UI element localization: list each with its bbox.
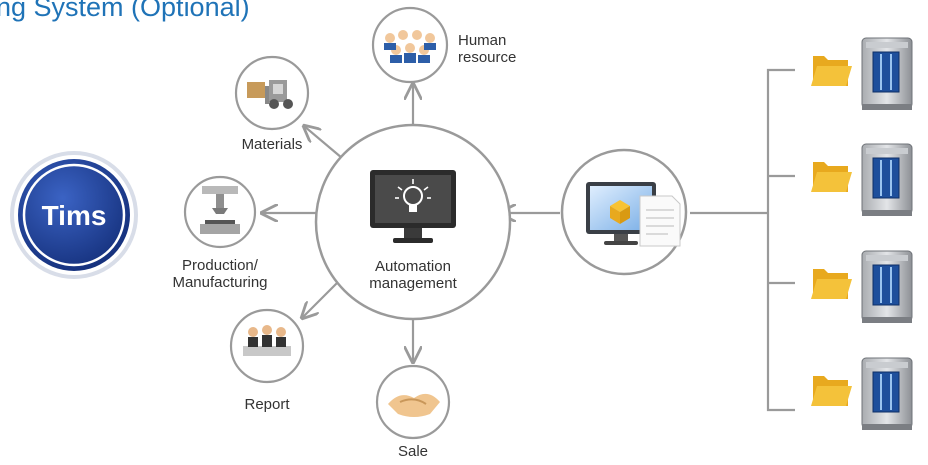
press-machine-icon — [200, 186, 240, 234]
server-cabinet-icon — [861, 250, 913, 323]
report-node — [229, 308, 305, 384]
sale-node — [375, 364, 451, 440]
folder-icon — [811, 56, 852, 86]
server-cabinet-icon — [861, 143, 913, 216]
tims-logo: Tims — [10, 151, 138, 279]
people-group-icon — [384, 30, 436, 63]
arrow-to-report — [302, 281, 339, 318]
materials-node — [234, 55, 310, 131]
folder-server-icon — [811, 143, 913, 216]
production-node — [183, 175, 257, 249]
materials-label: Materials — [241, 136, 303, 153]
computer-document-icon — [586, 182, 681, 247]
server-cabinet-icon — [861, 357, 913, 430]
folder-icon — [811, 269, 852, 299]
human-resource-label: Human resource — [458, 32, 517, 66]
handshake-icon — [388, 393, 440, 417]
human-resource-node — [371, 6, 449, 84]
connector-lines — [262, 68, 795, 412]
arrow-to-materials — [304, 126, 343, 159]
folder-server-icon — [811, 357, 913, 430]
logo-text: Tims — [42, 200, 107, 231]
computer-node — [560, 148, 688, 276]
server-column — [811, 37, 913, 430]
folder-icon — [811, 376, 852, 406]
server-bracket — [766, 68, 795, 412]
folder-icon — [811, 162, 852, 192]
folder-server-icon — [811, 250, 913, 323]
center-node — [314, 123, 512, 321]
lightbulb-monitor-icon — [370, 170, 456, 243]
page-title: ng System (Optional) — [0, 0, 250, 22]
sale-label: Sale — [397, 443, 429, 460]
folder-server-icon — [811, 37, 913, 110]
production-label: Production/ Manufacturing — [172, 257, 268, 291]
center-label: Automation management — [369, 258, 457, 292]
report-label: Report — [244, 396, 290, 413]
forklift-icon — [247, 80, 293, 109]
server-cabinet-icon — [861, 37, 913, 110]
meeting-people-icon — [243, 325, 291, 356]
